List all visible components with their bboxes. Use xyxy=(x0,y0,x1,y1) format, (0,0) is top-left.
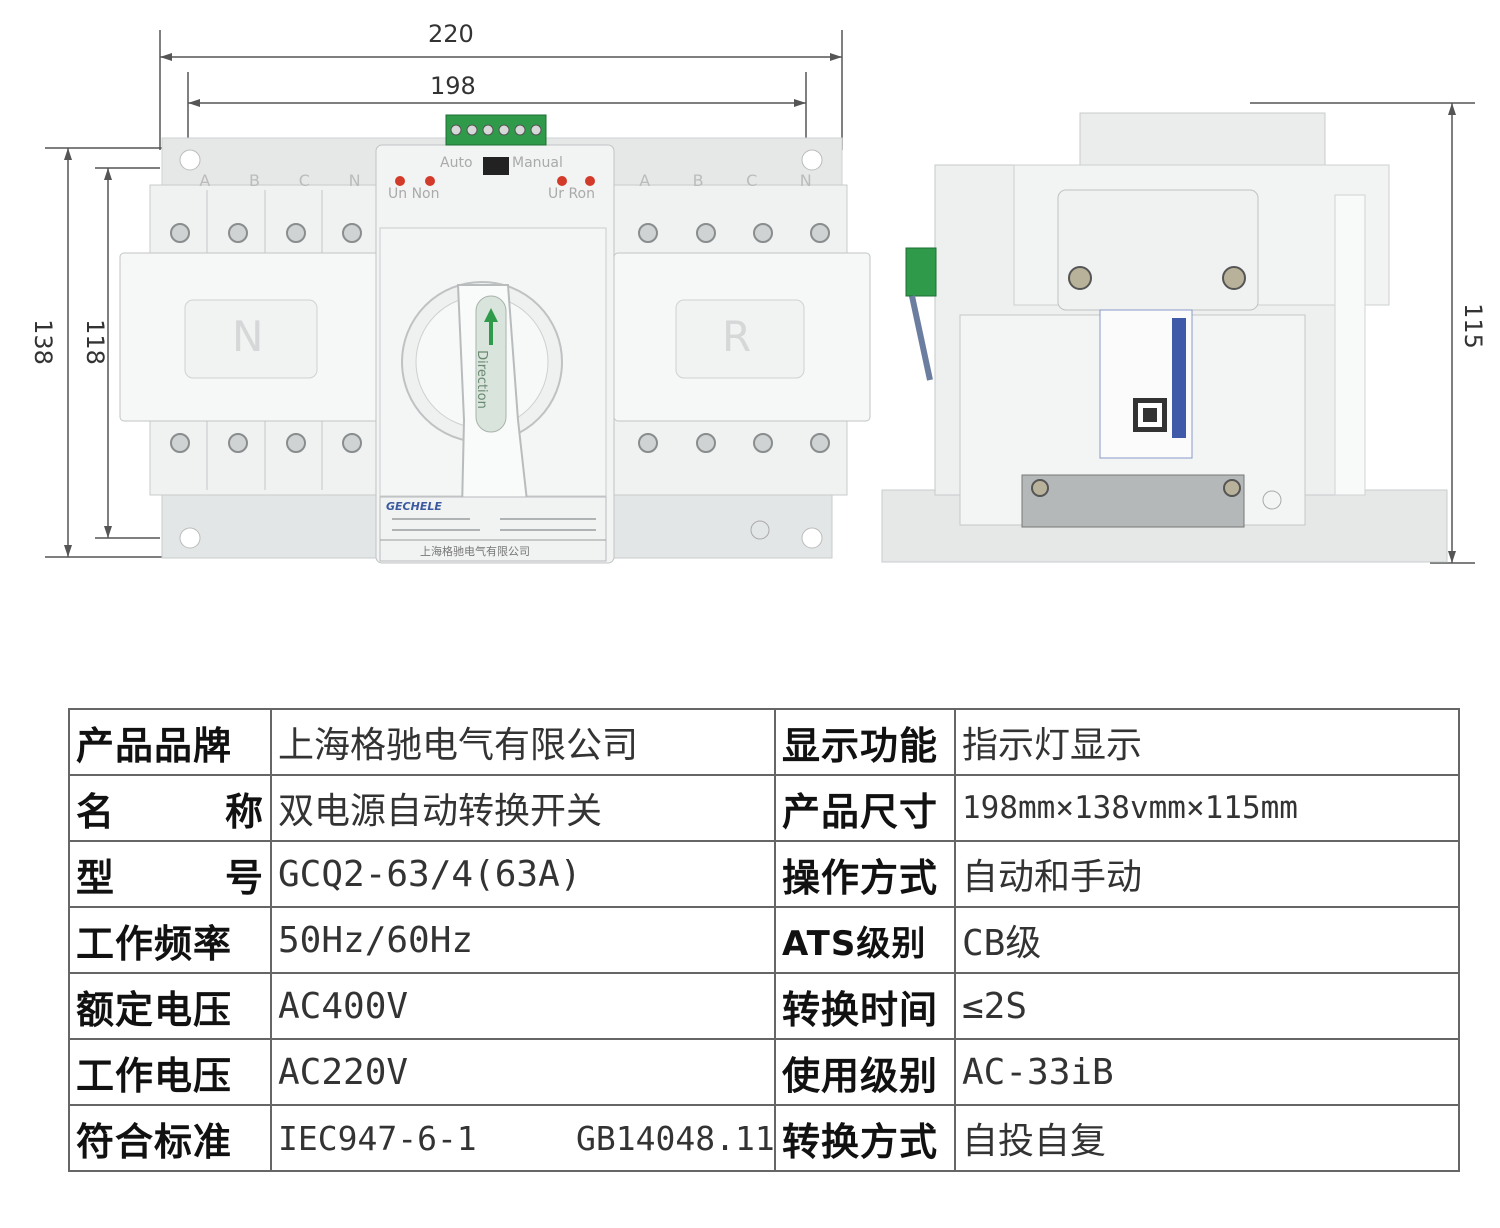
spec-key: ATS级别 xyxy=(774,906,956,974)
module-r-label: R xyxy=(722,312,752,361)
spec-key: 名称 xyxy=(68,774,272,842)
spec-key: 使用级别 xyxy=(774,1038,956,1106)
spec-value: AC400V xyxy=(270,972,776,1040)
spec-key: 显示功能 xyxy=(774,708,956,776)
spec-value: IEC947-6-1 GB14048.11 xyxy=(270,1104,776,1172)
spec-key: 转换方式 xyxy=(774,1104,956,1172)
table-row: 名称 双电源自动转换开关 产品尺寸 198mm×138vmm×115mm xyxy=(68,774,1460,842)
dim-115: 115 xyxy=(1458,303,1487,349)
nameplate-company: 上海格驰电气有限公司 xyxy=(420,545,530,558)
spec-key: 产品尺寸 xyxy=(774,774,956,842)
spec-key: 操作方式 xyxy=(774,840,956,908)
mode-auto-label: Auto xyxy=(440,155,473,171)
table-row: 额定电压 AC400V 转换时间 ≤2S xyxy=(68,972,1460,1040)
spec-key: 转换时间 xyxy=(774,972,956,1040)
table-row: 工作电压 AC220V 使用级别 AC-33iB xyxy=(68,1038,1460,1106)
green-terminal-block xyxy=(445,114,547,146)
front-view xyxy=(119,114,871,564)
spec-value: 50Hz/60Hz xyxy=(270,906,776,974)
spec-value: AC-33iB xyxy=(954,1038,1460,1106)
spec-value: 指示灯显示 xyxy=(954,708,1460,776)
spec-key: 额定电压 xyxy=(68,972,272,1040)
spec-value: 自动和手动 xyxy=(954,840,1460,908)
spec-table: 产品品牌 上海格驰电气有限公司 显示功能 指示灯显示 名称 双电源自动转换开关 … xyxy=(68,708,1460,1172)
spec-value: GCQ2-63/4(63A) xyxy=(270,840,776,908)
spec-key: 型号 xyxy=(68,840,272,908)
table-row: 型号 GCQ2-63/4(63A) 操作方式 自动和手动 xyxy=(68,840,1460,908)
spec-value: CB级 xyxy=(954,906,1460,974)
spec-key: 产品品牌 xyxy=(68,708,272,776)
dimension-lines xyxy=(45,30,1475,564)
knob-text: Direction xyxy=(473,350,489,409)
spec-key: 工作频率 xyxy=(68,906,272,974)
spec-value: 双电源自动转换开关 xyxy=(270,774,776,842)
terminal-screws xyxy=(170,223,830,453)
spec-value: ≤2S xyxy=(954,972,1460,1040)
dim-220: 220 xyxy=(428,20,474,48)
dim-198: 198 xyxy=(430,72,476,100)
spec-key: 符合标准 xyxy=(68,1104,272,1172)
right-indicator-label: Ur Ron xyxy=(548,186,595,202)
table-row: 工作频率 50Hz/60Hz ATS级别 CB级 xyxy=(68,906,1460,974)
mode-switch xyxy=(483,157,509,175)
table-row: 符合标准 IEC947-6-1 GB14048.11 转换方式 自投自复 xyxy=(68,1104,1460,1172)
spec-value: 198mm×138vmm×115mm xyxy=(954,774,1460,842)
spec-value: 自投自复 xyxy=(954,1104,1460,1172)
dim-118: 118 xyxy=(80,319,109,365)
spec-key: 工作电压 xyxy=(68,1038,272,1106)
indicator-leds xyxy=(395,176,595,186)
left-indicator-label: Un Non xyxy=(388,186,440,202)
switch-drawing xyxy=(45,30,1475,564)
side-view xyxy=(881,112,1448,563)
module-n-label: N xyxy=(232,312,264,361)
spec-value: 上海格驰电气有限公司 xyxy=(270,708,776,776)
dim-138: 138 xyxy=(28,319,57,365)
mode-manual-label: Manual xyxy=(512,155,563,171)
brand-label: GECHELE xyxy=(386,500,442,513)
dimension-arrows xyxy=(64,53,1456,563)
table-row: 产品品牌 上海格驰电气有限公司 显示功能 指示灯显示 xyxy=(68,708,1460,776)
spec-value: AC220V xyxy=(270,1038,776,1106)
